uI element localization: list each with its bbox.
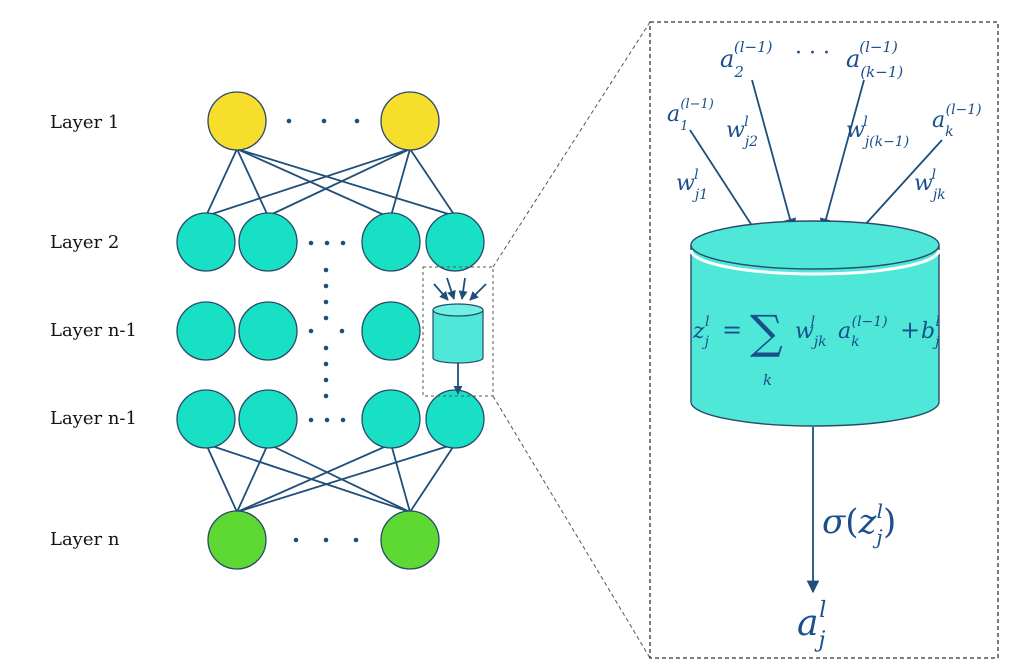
layer-2-node bbox=[425, 212, 485, 272]
layer-n-1-node bbox=[238, 389, 298, 449]
neuron-input-arrows bbox=[689, 79, 943, 240]
output-label: ajl bbox=[797, 598, 826, 653]
small-neuron-cylinder bbox=[432, 303, 484, 395]
svg-text:zjl: zjl bbox=[692, 314, 710, 350]
layer-1-nodes bbox=[207, 91, 440, 151]
layer-n-1-node bbox=[361, 301, 421, 361]
vertical-ellipsis bbox=[323, 267, 329, 399]
layer-1-label: Layer 1 bbox=[50, 112, 119, 133]
zoom-connector-bottom bbox=[492, 395, 651, 659]
layer-n-1-b-ellipsis bbox=[308, 417, 346, 423]
layer-1-ellipsis bbox=[286, 118, 360, 124]
layer-n-1-node bbox=[176, 301, 236, 361]
weight-wjk-minus-1: wj(k−1)l bbox=[846, 114, 909, 150]
layer-2-label: Layer 2 bbox=[50, 232, 119, 253]
weight-wj2: wj2l bbox=[726, 114, 758, 150]
layer-n-node bbox=[380, 510, 440, 570]
svg-text:∑: ∑ bbox=[750, 305, 783, 359]
svg-text:wjkl: wjkl bbox=[795, 314, 827, 350]
layer-n-1-node bbox=[361, 389, 421, 449]
input-a2: a2(l−1) bbox=[720, 38, 773, 81]
layer-n-ellipsis bbox=[293, 537, 359, 543]
neuron-detail-panel bbox=[649, 21, 999, 659]
layer-n-1-node bbox=[176, 389, 236, 449]
zoom-connector-top bbox=[492, 21, 651, 268]
layer-n-1-a-nodes bbox=[176, 301, 421, 361]
svg-text:=: = bbox=[722, 316, 742, 344]
input-ak: ak(l−1) bbox=[932, 102, 982, 140]
zoom-source-box bbox=[422, 266, 494, 397]
layer-2-ellipsis bbox=[308, 240, 346, 246]
layer-n-label: Layer n bbox=[50, 529, 120, 550]
layer-1-node bbox=[380, 91, 440, 151]
edges-layern1-layern bbox=[205, 443, 456, 513]
layer-n-node bbox=[207, 510, 267, 570]
svg-text:bjl: bjl bbox=[921, 314, 940, 350]
input-ellipsis: · · · bbox=[795, 41, 830, 66]
activation-label: σ(zjl) bbox=[822, 499, 896, 549]
svg-text:k: k bbox=[763, 371, 772, 389]
edges-layer1-layer2 bbox=[205, 148, 456, 219]
neuron-cylinder bbox=[689, 220, 941, 427]
layer-n-1-node bbox=[238, 301, 298, 361]
layer-2-nodes bbox=[176, 212, 485, 272]
layer-2-node bbox=[361, 212, 421, 272]
layer-n-1-a-ellipsis bbox=[308, 328, 345, 334]
layer-n-1-label-b: Layer n-1 bbox=[50, 408, 137, 429]
neuron-equation: zjl = ∑ k wjkl ak(l−1) + bjl bbox=[692, 305, 940, 389]
input-ak-minus-1: a(k−1)(l−1) bbox=[846, 38, 903, 81]
layer-n-1-label-a: Layer n-1 bbox=[50, 320, 137, 341]
weight-wj1: wj1l bbox=[676, 167, 708, 203]
weight-wjk: wjkl bbox=[914, 167, 946, 203]
layer-n-1-b-nodes bbox=[176, 389, 485, 449]
layer-n-nodes bbox=[207, 510, 440, 570]
layer-1-node bbox=[207, 91, 267, 151]
input-a1: a1(l−1) bbox=[667, 97, 714, 134]
svg-text:+: + bbox=[900, 316, 920, 344]
svg-text:ak(l−1): ak(l−1) bbox=[838, 314, 888, 350]
layer-n-1-node bbox=[425, 389, 485, 449]
small-neuron-inputs bbox=[433, 277, 487, 301]
layer-2-node bbox=[238, 212, 298, 272]
layer-2-node bbox=[176, 212, 236, 272]
